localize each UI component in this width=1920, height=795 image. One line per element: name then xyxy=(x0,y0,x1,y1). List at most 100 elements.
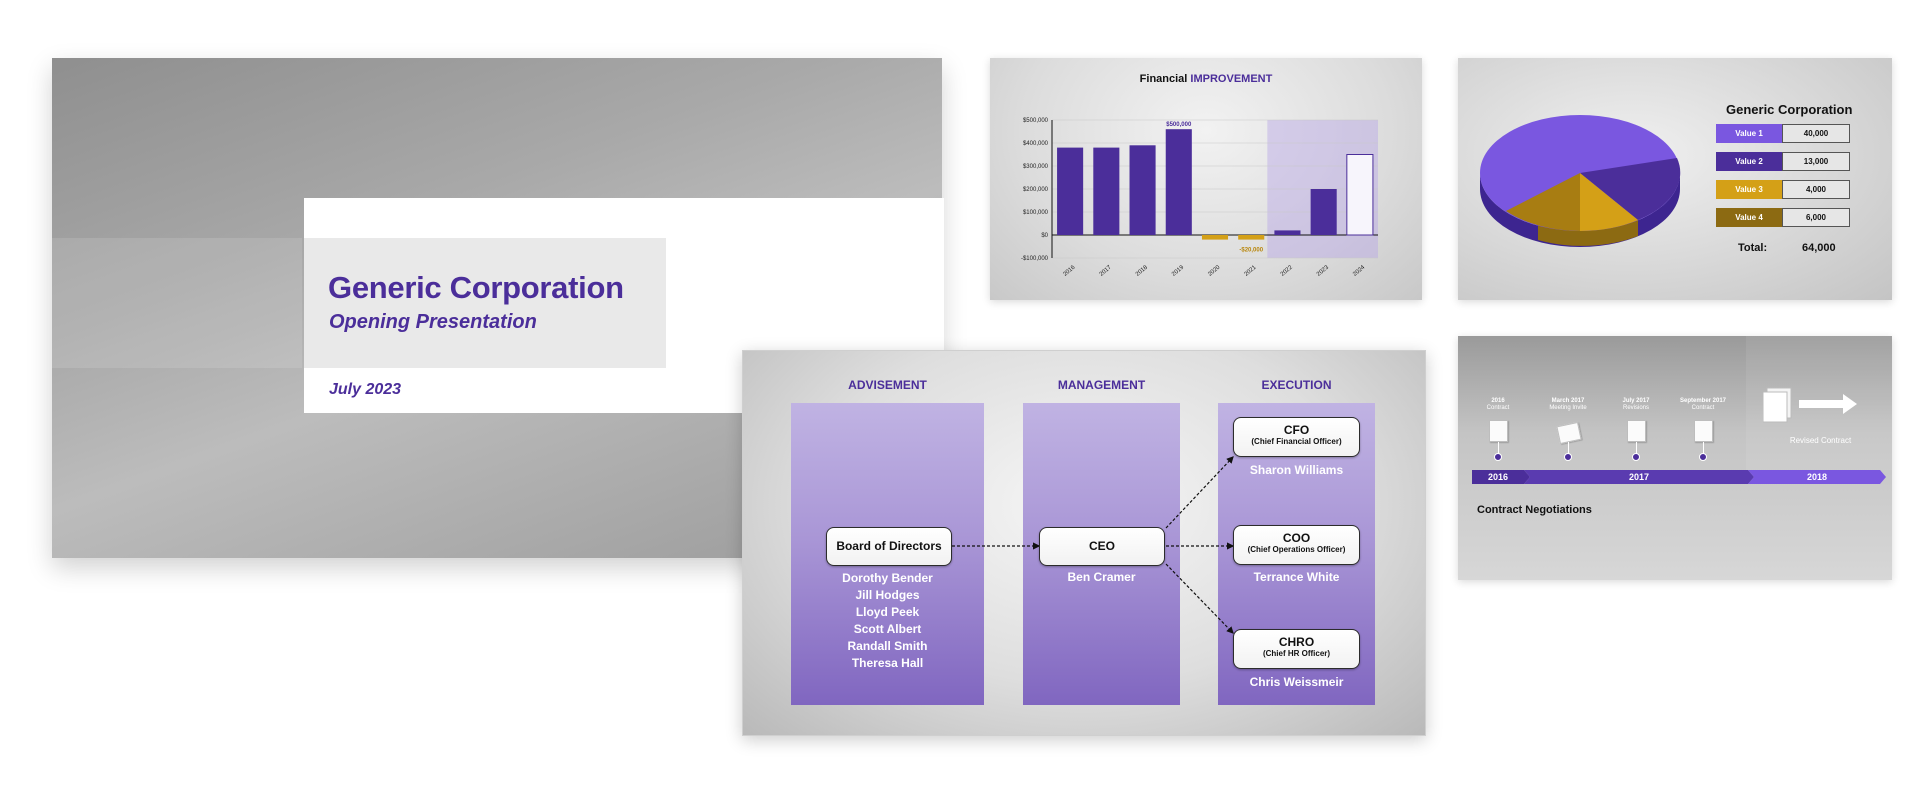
bar xyxy=(1310,189,1337,235)
timeline-dot xyxy=(1494,453,1502,461)
cfo-name: Sharon Williams xyxy=(1249,463,1344,477)
timeline-stem xyxy=(1703,442,1704,454)
legend-value: 13,000 xyxy=(1782,152,1850,171)
board-member: Dorothy Bender xyxy=(842,571,933,585)
x-tick-label: 2019 xyxy=(1171,264,1186,278)
cfo-node[interactable]: CFO (Chief Financial Officer) xyxy=(1233,417,1360,457)
title-slide-band xyxy=(52,238,302,368)
y-tick-label: $100,000 xyxy=(1023,210,1049,216)
board-member: Scott Albert xyxy=(853,622,922,636)
title-slide-subtitle: Opening Presentation xyxy=(329,311,537,333)
milestone-date: September 2017 Contract xyxy=(1673,398,1733,412)
milestone-label: Contract xyxy=(1486,405,1510,411)
milestone-label: Contract xyxy=(1691,405,1715,411)
year-band-2018 xyxy=(1748,470,1886,484)
y-tick-label: $300,000 xyxy=(1023,164,1049,170)
timeline-caption: Contract Negotiations xyxy=(1477,504,1592,516)
pie-slice-value-2 xyxy=(1580,158,1681,220)
pie-chart xyxy=(1480,115,1681,247)
timeline-stem xyxy=(1498,442,1499,454)
milestone-date-text: July 2017 xyxy=(1622,398,1650,404)
timeline-dot xyxy=(1632,453,1640,461)
cfo-label: CFO xyxy=(1283,423,1310,437)
y-tick-label: -$100,000 xyxy=(1021,256,1049,262)
legend-value: 6,000 xyxy=(1782,208,1850,227)
x-tick-label: 2022 xyxy=(1280,264,1295,278)
board-member: Lloyd Peek xyxy=(855,605,920,619)
bar xyxy=(1129,145,1156,235)
ceo-node[interactable]: CEO xyxy=(1039,527,1165,566)
revised-contract-label: Revised Contract xyxy=(1789,436,1852,445)
timeline-slide[interactable]: 2016 Contract March 2017 Meeting Invite … xyxy=(1458,336,1892,580)
timeline-dot xyxy=(1699,453,1707,461)
advisement-header: ADVISEMENT xyxy=(848,378,927,392)
org-connectors xyxy=(952,456,1235,634)
bar xyxy=(1274,230,1301,235)
management-header: MANAGEMENT xyxy=(1057,378,1146,392)
legend-row: Value 2 13,000 xyxy=(1716,152,1850,171)
board-label: Board of Directors xyxy=(836,539,942,553)
coo-full-title: (Chief Operations Officer) xyxy=(1247,545,1346,554)
arrow-right-icon xyxy=(1799,394,1857,414)
milestone-label: Revisions xyxy=(1622,405,1649,411)
timeline-stem xyxy=(1636,442,1637,454)
financial-bar-chart: Financial IMPROVEMENT $500,000$400,000$3… xyxy=(1021,73,1378,278)
connector-ceo-cfo xyxy=(1165,456,1234,529)
connector-ceo-chro xyxy=(1165,563,1234,634)
y-tick-label: $500,000 xyxy=(1023,118,1049,124)
cfo-full-title: (Chief Financial Officer) xyxy=(1251,437,1342,446)
bar xyxy=(1201,235,1229,240)
milestone-date-text: 2016 xyxy=(1491,398,1505,404)
year-label: 2017 xyxy=(1628,472,1650,482)
milestone-date: 2016 Contract xyxy=(1468,398,1528,412)
x-tick-label: 2023 xyxy=(1316,264,1331,278)
envelope-icon xyxy=(1556,421,1582,445)
x-tick-label: 2020 xyxy=(1207,264,1222,278)
pie-slide[interactable]: Generic Corporation Value 1 40,000 Value… xyxy=(1458,58,1892,300)
financial-slide[interactable]: Financial IMPROVEMENT $500,000$400,000$3… xyxy=(990,58,1422,300)
title-slide-title: Generic Corporation xyxy=(328,270,624,305)
board-members-list: Dorothy Bender Jill Hodges Lloyd Peek Sc… xyxy=(791,570,984,672)
revised-contract-graphic xyxy=(1763,387,1857,423)
chro-node[interactable]: CHRO (Chief HR Officer) xyxy=(1233,629,1360,669)
pie-side-gold xyxy=(1538,220,1638,246)
title-slide-grey-panel xyxy=(304,238,666,368)
bar xyxy=(1346,154,1374,236)
data-label: -$20,000 xyxy=(1239,248,1263,254)
pie-total-label: Total: xyxy=(1738,242,1768,254)
bar xyxy=(1093,147,1120,235)
legend-row: Value 4 6,000 xyxy=(1716,208,1850,227)
y-tick-label: $400,000 xyxy=(1023,141,1049,147)
milestone-date-text: March 2017 xyxy=(1551,398,1585,404)
milestone-date: March 2017 Meeting Invite xyxy=(1538,398,1598,412)
bar xyxy=(1057,147,1084,235)
coo-label: COO xyxy=(1282,531,1311,545)
timeline-dot xyxy=(1564,453,1572,461)
board-node[interactable]: Board of Directors xyxy=(826,527,952,566)
legend-value: 4,000 xyxy=(1782,180,1850,199)
board-member: Jill Hodges xyxy=(855,588,920,602)
bar xyxy=(1165,129,1192,235)
milestone-label: Meeting Invite xyxy=(1549,405,1587,411)
legend-label: Value 1 xyxy=(1716,124,1782,143)
coo-name: Terrance White xyxy=(1253,570,1340,584)
legend-row: Value 1 40,000 xyxy=(1716,124,1850,143)
execution-header: EXECUTION xyxy=(1261,378,1332,392)
document-icon xyxy=(1627,420,1646,442)
ceo-label: CEO xyxy=(1088,539,1115,553)
legend-label: Value 4 xyxy=(1716,208,1782,227)
org-chart-slide[interactable]: ADVISEMENT MANAGEMENT EXECUTION Board of… xyxy=(742,350,1426,736)
title-slide[interactable]: Generic Corporation Opening Presentation… xyxy=(52,58,944,558)
year-label: 2018 xyxy=(1806,472,1828,482)
document-icon xyxy=(1489,420,1508,442)
legend-row: Value 3 4,000 xyxy=(1716,180,1850,199)
year-label: 2016 xyxy=(1487,472,1509,482)
x-tick-label: 2021 xyxy=(1244,264,1259,278)
coo-node[interactable]: COO (Chief Operations Officer) xyxy=(1233,525,1360,565)
chro-label: CHRO xyxy=(1278,635,1315,649)
pie-title: Generic Corporation xyxy=(1726,102,1853,117)
pie-slice-value-4 xyxy=(1506,173,1580,231)
board-member: Randall Smith xyxy=(847,639,928,653)
legend-value: 40,000 xyxy=(1782,124,1850,143)
legend-label: Value 3 xyxy=(1716,180,1782,199)
